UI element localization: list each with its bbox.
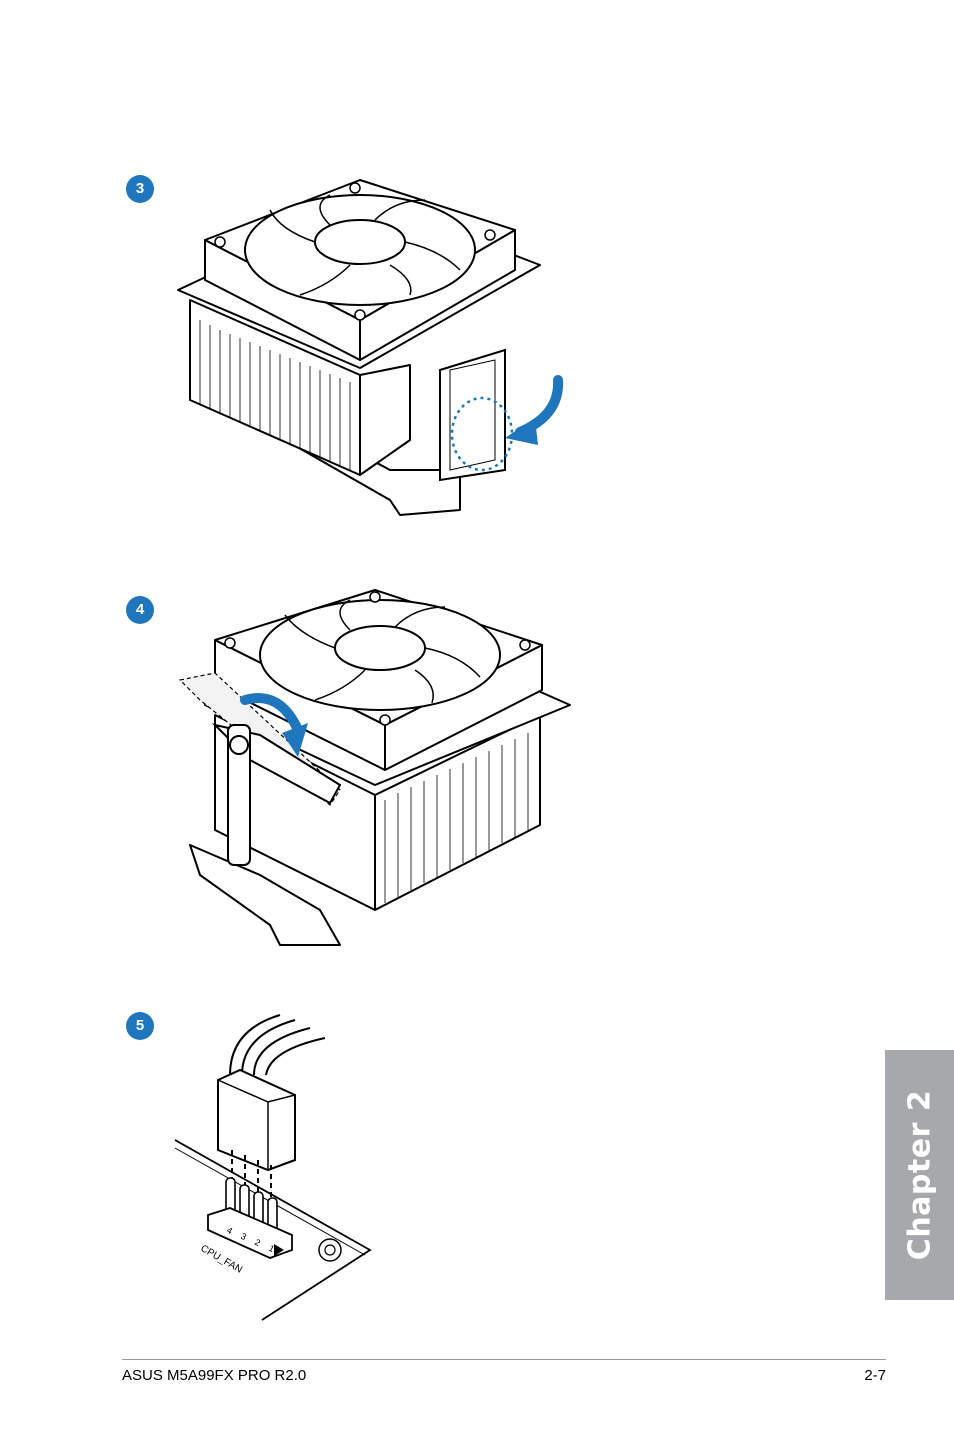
step-5-illustration: 4 3 2 1 CPU_FAN <box>170 1010 380 1330</box>
footer-page-number: 2-7 <box>864 1367 886 1384</box>
footer-product-name: ASUS M5A99FX PRO R2.0 <box>122 1367 306 1384</box>
step-badge-4: 4 <box>126 596 154 624</box>
chapter-tab-label: Chapter 2 <box>902 1090 937 1260</box>
step-badge-5: 5 <box>126 1012 154 1040</box>
connector-label: CPU_FAN <box>199 1243 244 1276</box>
chapter-tab: Chapter 2 <box>885 1050 954 1300</box>
step-4-illustration <box>170 585 580 955</box>
step-badge-3: 3 <box>126 175 154 203</box>
step-3-illustration <box>160 170 580 530</box>
footer-divider <box>122 1359 886 1360</box>
